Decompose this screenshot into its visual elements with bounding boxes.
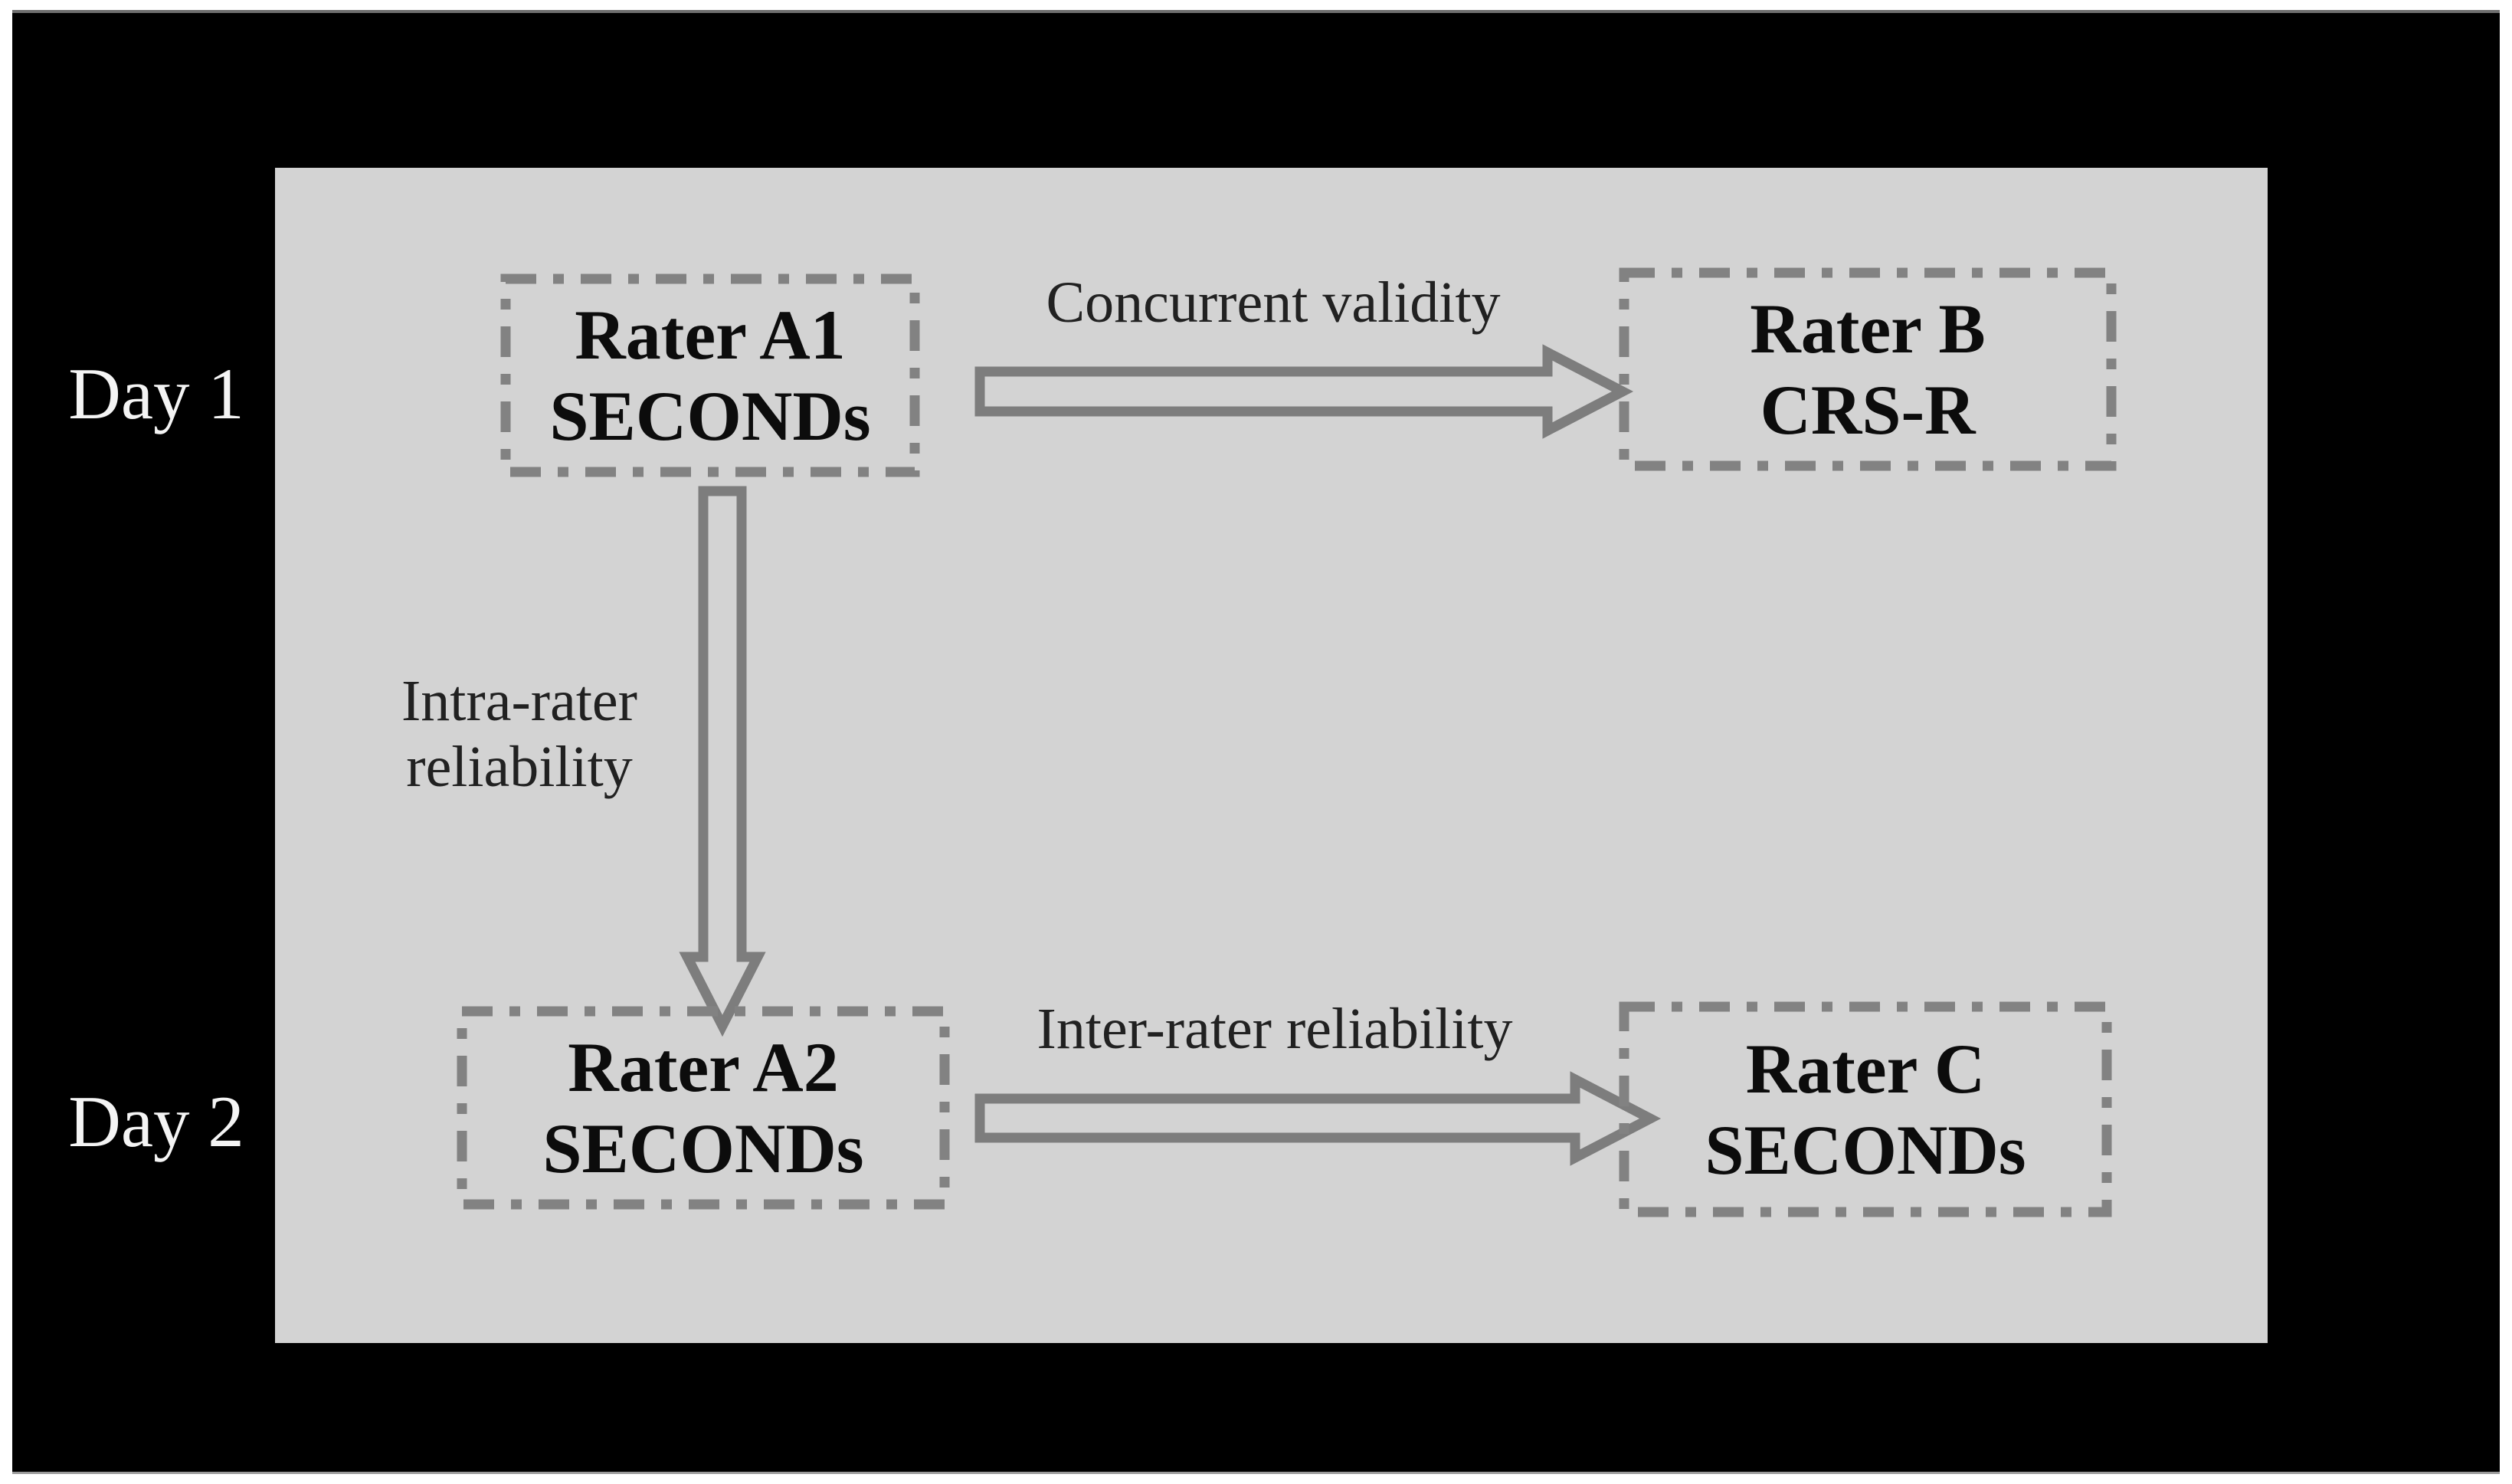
rater-c-box: Rater C SECONDs (1618, 1001, 2113, 1218)
rater-a1-label-line2: SECONDs (549, 377, 871, 455)
rater-a2-dashed-border (457, 1006, 950, 1210)
concurrent-validity-arrow (974, 344, 1634, 439)
rater-a2-label-line1: Rater A2 (568, 1028, 839, 1106)
rater-a1-label-line1: Rater A1 (575, 296, 846, 374)
rater-b-label-line2: CRS-R (1760, 371, 1976, 449)
black-field: Day 1 Day 2 Rater A1 SECONDs Rater B CRS… (12, 10, 2500, 1474)
rater-b-box: Rater B CRS-R (1618, 267, 2117, 472)
rater-c-label-line2: SECONDs (1705, 1111, 2026, 1189)
inter-rater-reliability-label: Inter-rater reliability (1037, 997, 1513, 1061)
intra-rater-reliability-label: Intra-rater reliability (313, 668, 726, 800)
intra-rater-label-line2: reliability (406, 735, 633, 799)
rater-c-label-line1: Rater C (1745, 1030, 1986, 1108)
inter-rater-reliability-arrow (974, 1071, 1662, 1166)
intra-rater-label-line1: Intra-rater (401, 669, 637, 733)
rater-c-dashed-border (1619, 1001, 2112, 1217)
rater-a2-label-line2: SECONDs (542, 1109, 864, 1188)
day-2-row-label: Day 2 (68, 1081, 244, 1162)
rater-a2-box: Rater A2 SECONDs (456, 1005, 951, 1210)
concurrent-validity-label: Concurrent validity (1046, 270, 1501, 335)
rater-b-label-line1: Rater B (1750, 290, 1986, 368)
day-1-row-label: Day 1 (68, 353, 244, 434)
rater-a1-box: Rater A1 SECONDs (499, 273, 921, 478)
rater-a1-dashed-border (500, 274, 920, 477)
rater-b-dashed-border (1619, 267, 2117, 471)
